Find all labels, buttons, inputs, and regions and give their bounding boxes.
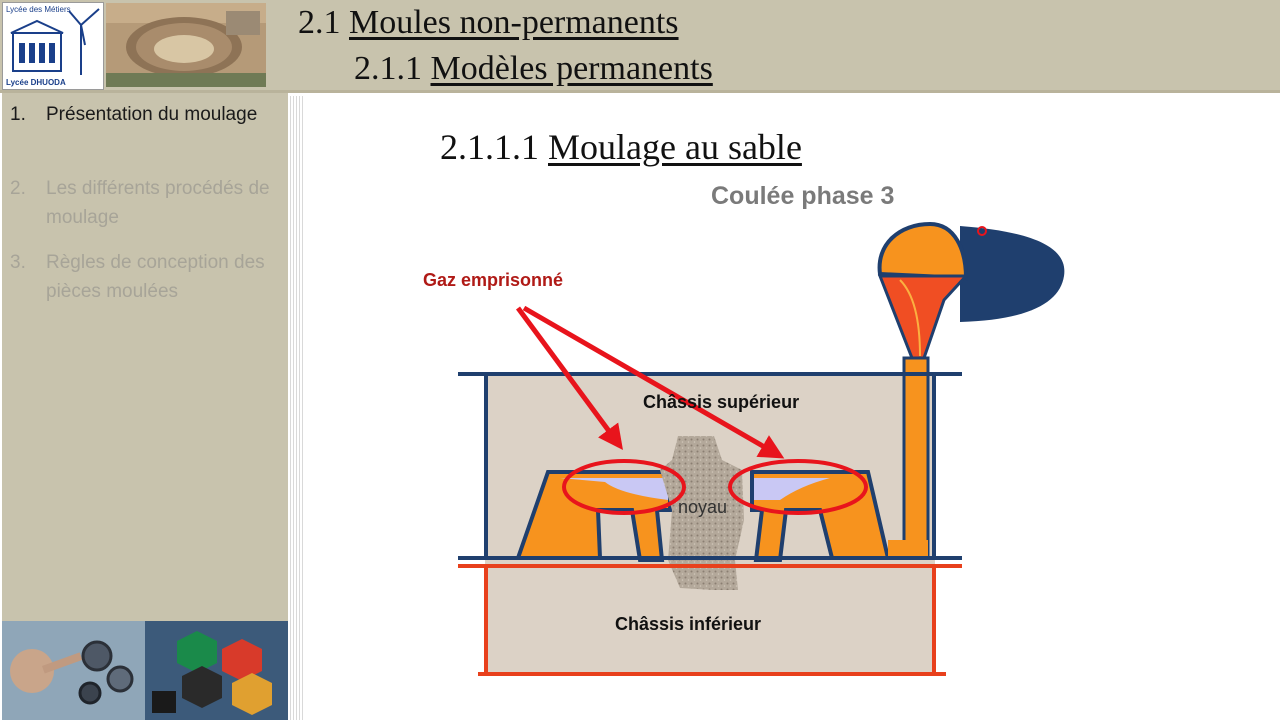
sub-title-number: 2.1.1 [354,50,422,87]
school-logo: Lycée des Métiers Lycée DHUODA [2,2,104,90]
ladle-body [960,226,1065,322]
logo-bottom-text: Lycée DHUODA [6,78,66,87]
main-title: 2.1 Moules non-permanents [298,4,679,42]
technology-collage-image [2,621,288,720]
pouring-funnel [877,274,970,360]
arrow-to-left-gas [515,306,623,451]
outline-item-label: Présentation du moulage [46,104,258,125]
vertical-divider [290,96,304,720]
section-number: 2.1.1.1 [440,127,539,167]
outline-item-presentation[interactable]: 1. Présentation du moulage [10,100,280,129]
logo-top-text: Lycée des Métiers [6,5,71,14]
cursor-dot [977,226,987,236]
section-title: 2.1.1.1 Moulage au sable [440,126,802,168]
outline-item-regles[interactable]: 3. Règles de conception des pièces moulé… [10,248,280,306]
arena-photo [106,3,266,87]
core [660,436,744,590]
right-gas-highlight [728,459,868,515]
runner [888,540,928,558]
outline-item-label: Les différents procédés de moulage [46,178,270,228]
sand-casting-diagram [458,221,1065,676]
right-gas-pocket [754,478,830,500]
main-title-number: 2.1 [298,4,341,41]
sidebar: 1. Présentation du moulage 2. Les différ… [2,93,288,621]
sub-title: 2.1.1 Modèles permanents [354,50,713,88]
metal-stream [899,279,921,357]
core-label: noyau [678,497,728,517]
outline-item-label: Règles de conception des pièces moulées [46,252,265,302]
main-title-text: Moules non-permanents [349,4,679,41]
ladle-metal [877,221,969,281]
arrow-to-right-gas [522,305,785,459]
sub-title-text: Modèles permanents [430,50,713,87]
left-gas-pocket [560,478,668,500]
outline-item-number: 1. [10,104,26,125]
header-rule [0,90,1280,93]
outline-item-number: 2. [10,178,26,199]
phase-label: Coulée phase 3 [711,182,895,210]
section-text: Moulage au sable [548,127,802,167]
sprue [902,356,930,560]
gas-label: Gaz emprisonné [423,270,564,290]
lower-flask-label: Châssis inférieur [615,614,762,634]
upper-flask-label: Châssis supérieur [643,392,800,412]
outline-item-number: 3. [10,252,26,273]
left-gas-highlight [562,459,686,515]
outline-item-procedes[interactable]: 2. Les différents procédés de moulage [10,174,280,232]
building-windmill-icon [10,8,100,75]
